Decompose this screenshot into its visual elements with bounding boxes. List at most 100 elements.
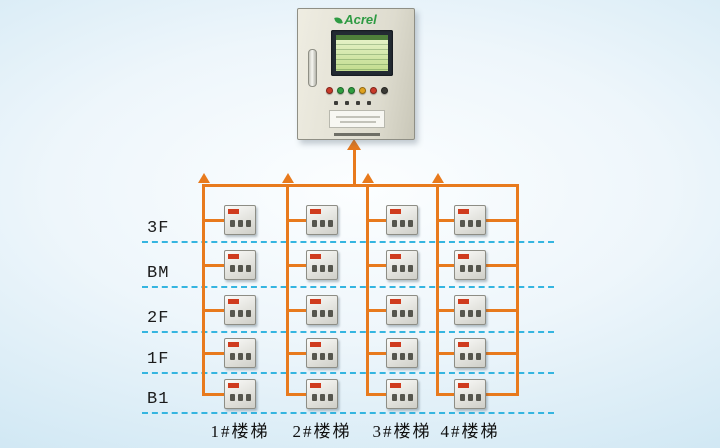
panel-button bbox=[370, 87, 377, 94]
device-stub-line bbox=[366, 264, 386, 267]
monitor-module bbox=[306, 338, 338, 368]
module-terminals bbox=[392, 220, 413, 227]
device-stub-line bbox=[436, 264, 454, 267]
monitor-module bbox=[386, 205, 418, 235]
monitor-module bbox=[454, 205, 486, 235]
module-terminals bbox=[230, 220, 251, 227]
device-stub-line bbox=[486, 264, 516, 267]
monitor-module bbox=[454, 295, 486, 325]
cabinet-nameplate bbox=[334, 133, 380, 136]
monitor-module bbox=[454, 379, 486, 409]
floor-label: 2F bbox=[147, 309, 170, 328]
module-indicator bbox=[228, 299, 239, 304]
panel-button bbox=[348, 87, 355, 94]
module-indicator bbox=[310, 383, 321, 388]
module-indicator bbox=[390, 342, 401, 347]
module-terminals bbox=[460, 220, 481, 227]
device-stub-line bbox=[436, 219, 454, 222]
cabinet-screen bbox=[331, 30, 393, 76]
device-stub-line bbox=[436, 309, 454, 312]
module-terminals bbox=[312, 265, 333, 272]
monitor-module bbox=[306, 205, 338, 235]
module-terminals bbox=[312, 394, 333, 401]
module-indicator bbox=[310, 254, 321, 259]
device-stub-line bbox=[286, 352, 306, 355]
device-stub-line bbox=[366, 219, 386, 222]
device-stub-line bbox=[366, 393, 386, 396]
flow-arrow-icon bbox=[362, 173, 374, 183]
brand-text: Acrel bbox=[344, 12, 377, 27]
panel-button bbox=[337, 87, 344, 94]
monitor-module bbox=[224, 250, 256, 280]
module-terminals bbox=[460, 310, 481, 317]
riser-line bbox=[436, 184, 439, 396]
panel-button bbox=[359, 87, 366, 94]
bus-return-line bbox=[516, 184, 519, 396]
control-buttons bbox=[326, 87, 388, 94]
module-indicator bbox=[310, 209, 321, 214]
device-stub-line bbox=[486, 219, 516, 222]
device-stub-line bbox=[286, 393, 306, 396]
stair-label: 1#楼梯 bbox=[210, 422, 270, 441]
floor-line bbox=[142, 241, 554, 243]
module-indicator bbox=[390, 209, 401, 214]
module-terminals bbox=[230, 394, 251, 401]
uplink-arrow-icon bbox=[347, 139, 361, 150]
module-terminals bbox=[392, 394, 413, 401]
device-stub-line bbox=[486, 352, 516, 355]
stair-label: 3#楼梯 bbox=[372, 422, 432, 441]
module-indicator bbox=[458, 254, 469, 259]
floor-line bbox=[142, 412, 554, 414]
module-indicator bbox=[458, 299, 469, 304]
module-terminals bbox=[230, 353, 251, 360]
device-stub-line bbox=[286, 264, 306, 267]
floor-label: B1 bbox=[147, 390, 170, 409]
riser-line bbox=[202, 184, 205, 396]
panel-button bbox=[326, 87, 333, 94]
module-indicator bbox=[228, 209, 239, 214]
module-indicator bbox=[390, 254, 401, 259]
floor-label: BM bbox=[147, 264, 170, 283]
side-level-indicator bbox=[308, 49, 317, 87]
module-indicator bbox=[390, 383, 401, 388]
monitor-module bbox=[224, 379, 256, 409]
device-stub-line bbox=[202, 219, 224, 222]
module-terminals bbox=[312, 310, 333, 317]
module-indicator bbox=[390, 299, 401, 304]
module-indicator bbox=[310, 342, 321, 347]
riser-line bbox=[286, 184, 289, 396]
module-terminals bbox=[392, 310, 413, 317]
stair-label: 2#楼梯 bbox=[292, 422, 352, 441]
module-indicator bbox=[458, 342, 469, 347]
riser-line bbox=[366, 184, 369, 396]
module-terminals bbox=[460, 353, 481, 360]
monitor-module bbox=[386, 379, 418, 409]
device-stub-line bbox=[202, 352, 224, 355]
module-indicator bbox=[228, 254, 239, 259]
flow-arrow-icon bbox=[432, 173, 444, 183]
floor-line bbox=[142, 331, 554, 333]
monitor-module bbox=[386, 295, 418, 325]
indicator-leds bbox=[334, 101, 371, 105]
lcd-display bbox=[336, 35, 388, 71]
monitor-module bbox=[386, 250, 418, 280]
acrel-logo: Acrel bbox=[298, 12, 414, 27]
panel-button bbox=[381, 87, 388, 94]
device-stub-line bbox=[202, 393, 224, 396]
module-terminals bbox=[392, 265, 413, 272]
floor-line bbox=[142, 372, 554, 374]
device-stub-line bbox=[366, 352, 386, 355]
floor-label: 1F bbox=[147, 350, 170, 369]
uplink-line bbox=[353, 149, 356, 186]
device-stub-line bbox=[202, 309, 224, 312]
module-indicator bbox=[228, 383, 239, 388]
monitor-module bbox=[386, 338, 418, 368]
module-terminals bbox=[312, 353, 333, 360]
module-terminals bbox=[312, 220, 333, 227]
stair-label: 4#楼梯 bbox=[440, 422, 500, 441]
device-stub-line bbox=[486, 309, 516, 312]
device-stub-line bbox=[366, 309, 386, 312]
floor-line bbox=[142, 286, 554, 288]
flow-arrow-icon bbox=[282, 173, 294, 183]
